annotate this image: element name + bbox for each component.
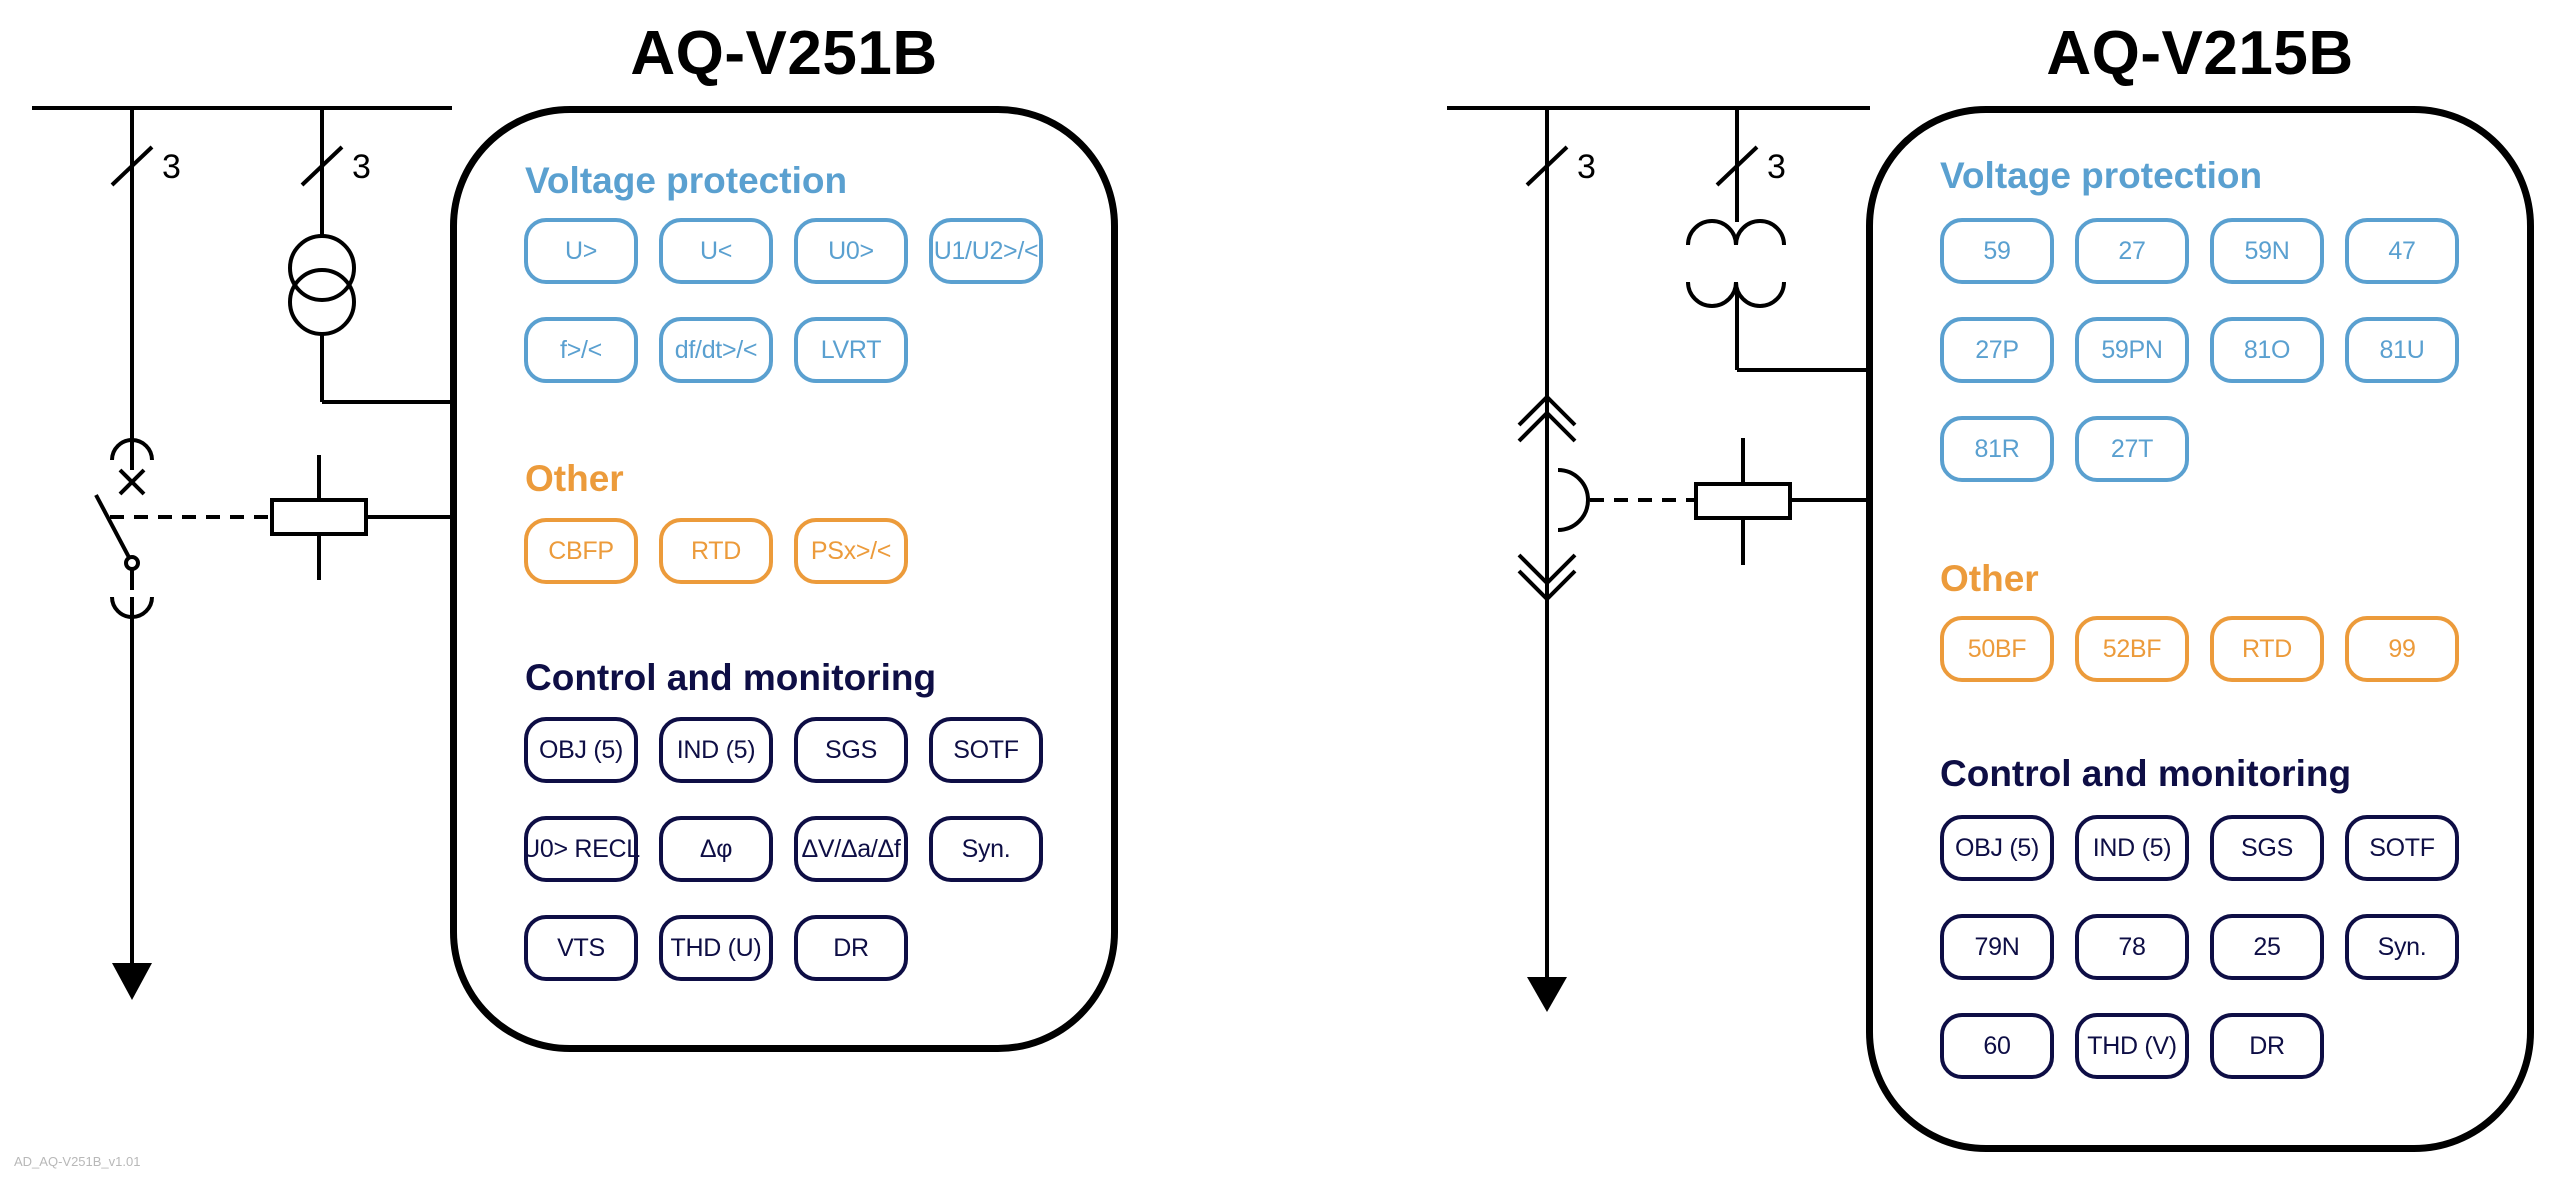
left-ground-arrow xyxy=(112,963,152,1000)
left-control-title: Control and monitoring xyxy=(525,657,937,698)
left-trip-coil xyxy=(270,498,368,536)
right-wire-count-2: 3 xyxy=(1767,148,1786,186)
left-control-badge: OBJ (5) xyxy=(524,717,638,783)
right-control-badge: DR xyxy=(2210,1013,2324,1079)
left-control-badge: SOTF xyxy=(929,717,1043,783)
right-voltage-badge: 47 xyxy=(2345,218,2459,284)
right-voltage-badge: 27 xyxy=(2075,218,2189,284)
right-control-badge: 25 xyxy=(2210,914,2324,980)
left-other-title: Other xyxy=(525,458,624,499)
right-control-badge: IND (5) xyxy=(2075,815,2189,881)
left-control-badge: VTS xyxy=(524,915,638,981)
right-voltage-badge: 81R xyxy=(1940,416,2054,482)
left-breaker-bottom-arc xyxy=(110,596,154,619)
left-control-badge: ΔV/Δa/Δf xyxy=(794,816,908,882)
left-wire-count-2: 3 xyxy=(352,148,371,186)
right-chevron-top-1 xyxy=(1517,394,1577,427)
left-voltage-badge: U1/U2>/< xyxy=(929,218,1043,284)
left-vt-upper xyxy=(288,234,356,302)
right-chevron-top-2 xyxy=(1517,410,1577,443)
left-wire-count-1: 3 xyxy=(162,148,181,186)
right-device-title: AQ-V215B xyxy=(2046,19,2354,88)
right-control-badge: OBJ (5) xyxy=(1940,815,2054,881)
left-other-badge: PSx>/< xyxy=(794,518,908,584)
left-control-badge: Syn. xyxy=(929,816,1043,882)
right-control-badge: Syn. xyxy=(2345,914,2459,980)
left-other-badge: RTD xyxy=(659,518,773,584)
right-voltage-badge: 81O xyxy=(2210,317,2324,383)
right-voltage-badge: 59 xyxy=(1940,218,2054,284)
left-voltage-title: Voltage protection xyxy=(525,160,848,201)
right-other-badge: 52BF xyxy=(2075,616,2189,682)
left-device-title: AQ-V251B xyxy=(630,19,938,88)
right-control-badge: THD (V) xyxy=(2075,1013,2189,1079)
right-vt-coil-top xyxy=(1686,219,1786,246)
right-voltage-badge: 59N xyxy=(2210,218,2324,284)
right-vt-coil-bottom xyxy=(1686,281,1786,308)
left-control-badge: Δφ xyxy=(659,816,773,882)
left-other-badge: CBFP xyxy=(524,518,638,584)
right-chevron-bottom-1 xyxy=(1517,553,1577,586)
right-voltage-badge: 27P xyxy=(1940,317,2054,383)
right-control-badge: 79N xyxy=(1940,914,2054,980)
right-breaker-arc xyxy=(1557,468,1590,532)
right-control-badge: SGS xyxy=(2210,815,2324,881)
right-other-title: Other xyxy=(1940,558,2039,599)
left-control-badge: THD (U) xyxy=(659,915,773,981)
left-control-badge: U0> RECL xyxy=(522,816,640,882)
right-voltage-badge: 27T xyxy=(2075,416,2189,482)
document-code: AD_AQ-V251B_v1.01 xyxy=(14,1154,141,1169)
right-voltage-badge: 81U xyxy=(2345,317,2459,383)
right-chevron-bottom-2 xyxy=(1517,569,1577,602)
right-control-badge: SOTF xyxy=(2345,815,2459,881)
left-control-badge: SGS xyxy=(794,717,908,783)
left-control-badge: IND (5) xyxy=(659,717,773,783)
left-voltage-badge: df/dt>/< xyxy=(659,317,773,383)
left-breaker-blade xyxy=(94,494,134,564)
right-trip-coil xyxy=(1694,482,1792,520)
left-voltage-badge: U< xyxy=(659,218,773,284)
left-control-badge: DR xyxy=(794,915,908,981)
right-ground-arrow xyxy=(1527,977,1567,1012)
left-voltage-badge: U> xyxy=(524,218,638,284)
left-voltage-badge: LVRT xyxy=(794,317,908,383)
left-voltage-badge: U0> xyxy=(794,218,908,284)
right-other-badge: 99 xyxy=(2345,616,2459,682)
left-voltage-badge: f>/< xyxy=(524,317,638,383)
right-voltage-title: Voltage protection xyxy=(1940,155,2263,196)
right-control-badge: 78 xyxy=(2075,914,2189,980)
right-voltage-badge: 59PN xyxy=(2075,317,2189,383)
right-other-badge: RTD xyxy=(2210,616,2324,682)
right-control-title: Control and monitoring xyxy=(1940,753,2352,794)
right-other-badge: 50BF xyxy=(1940,616,2054,682)
right-control-badge: 60 xyxy=(1940,1013,2054,1079)
right-wire-count-1: 3 xyxy=(1577,148,1596,186)
